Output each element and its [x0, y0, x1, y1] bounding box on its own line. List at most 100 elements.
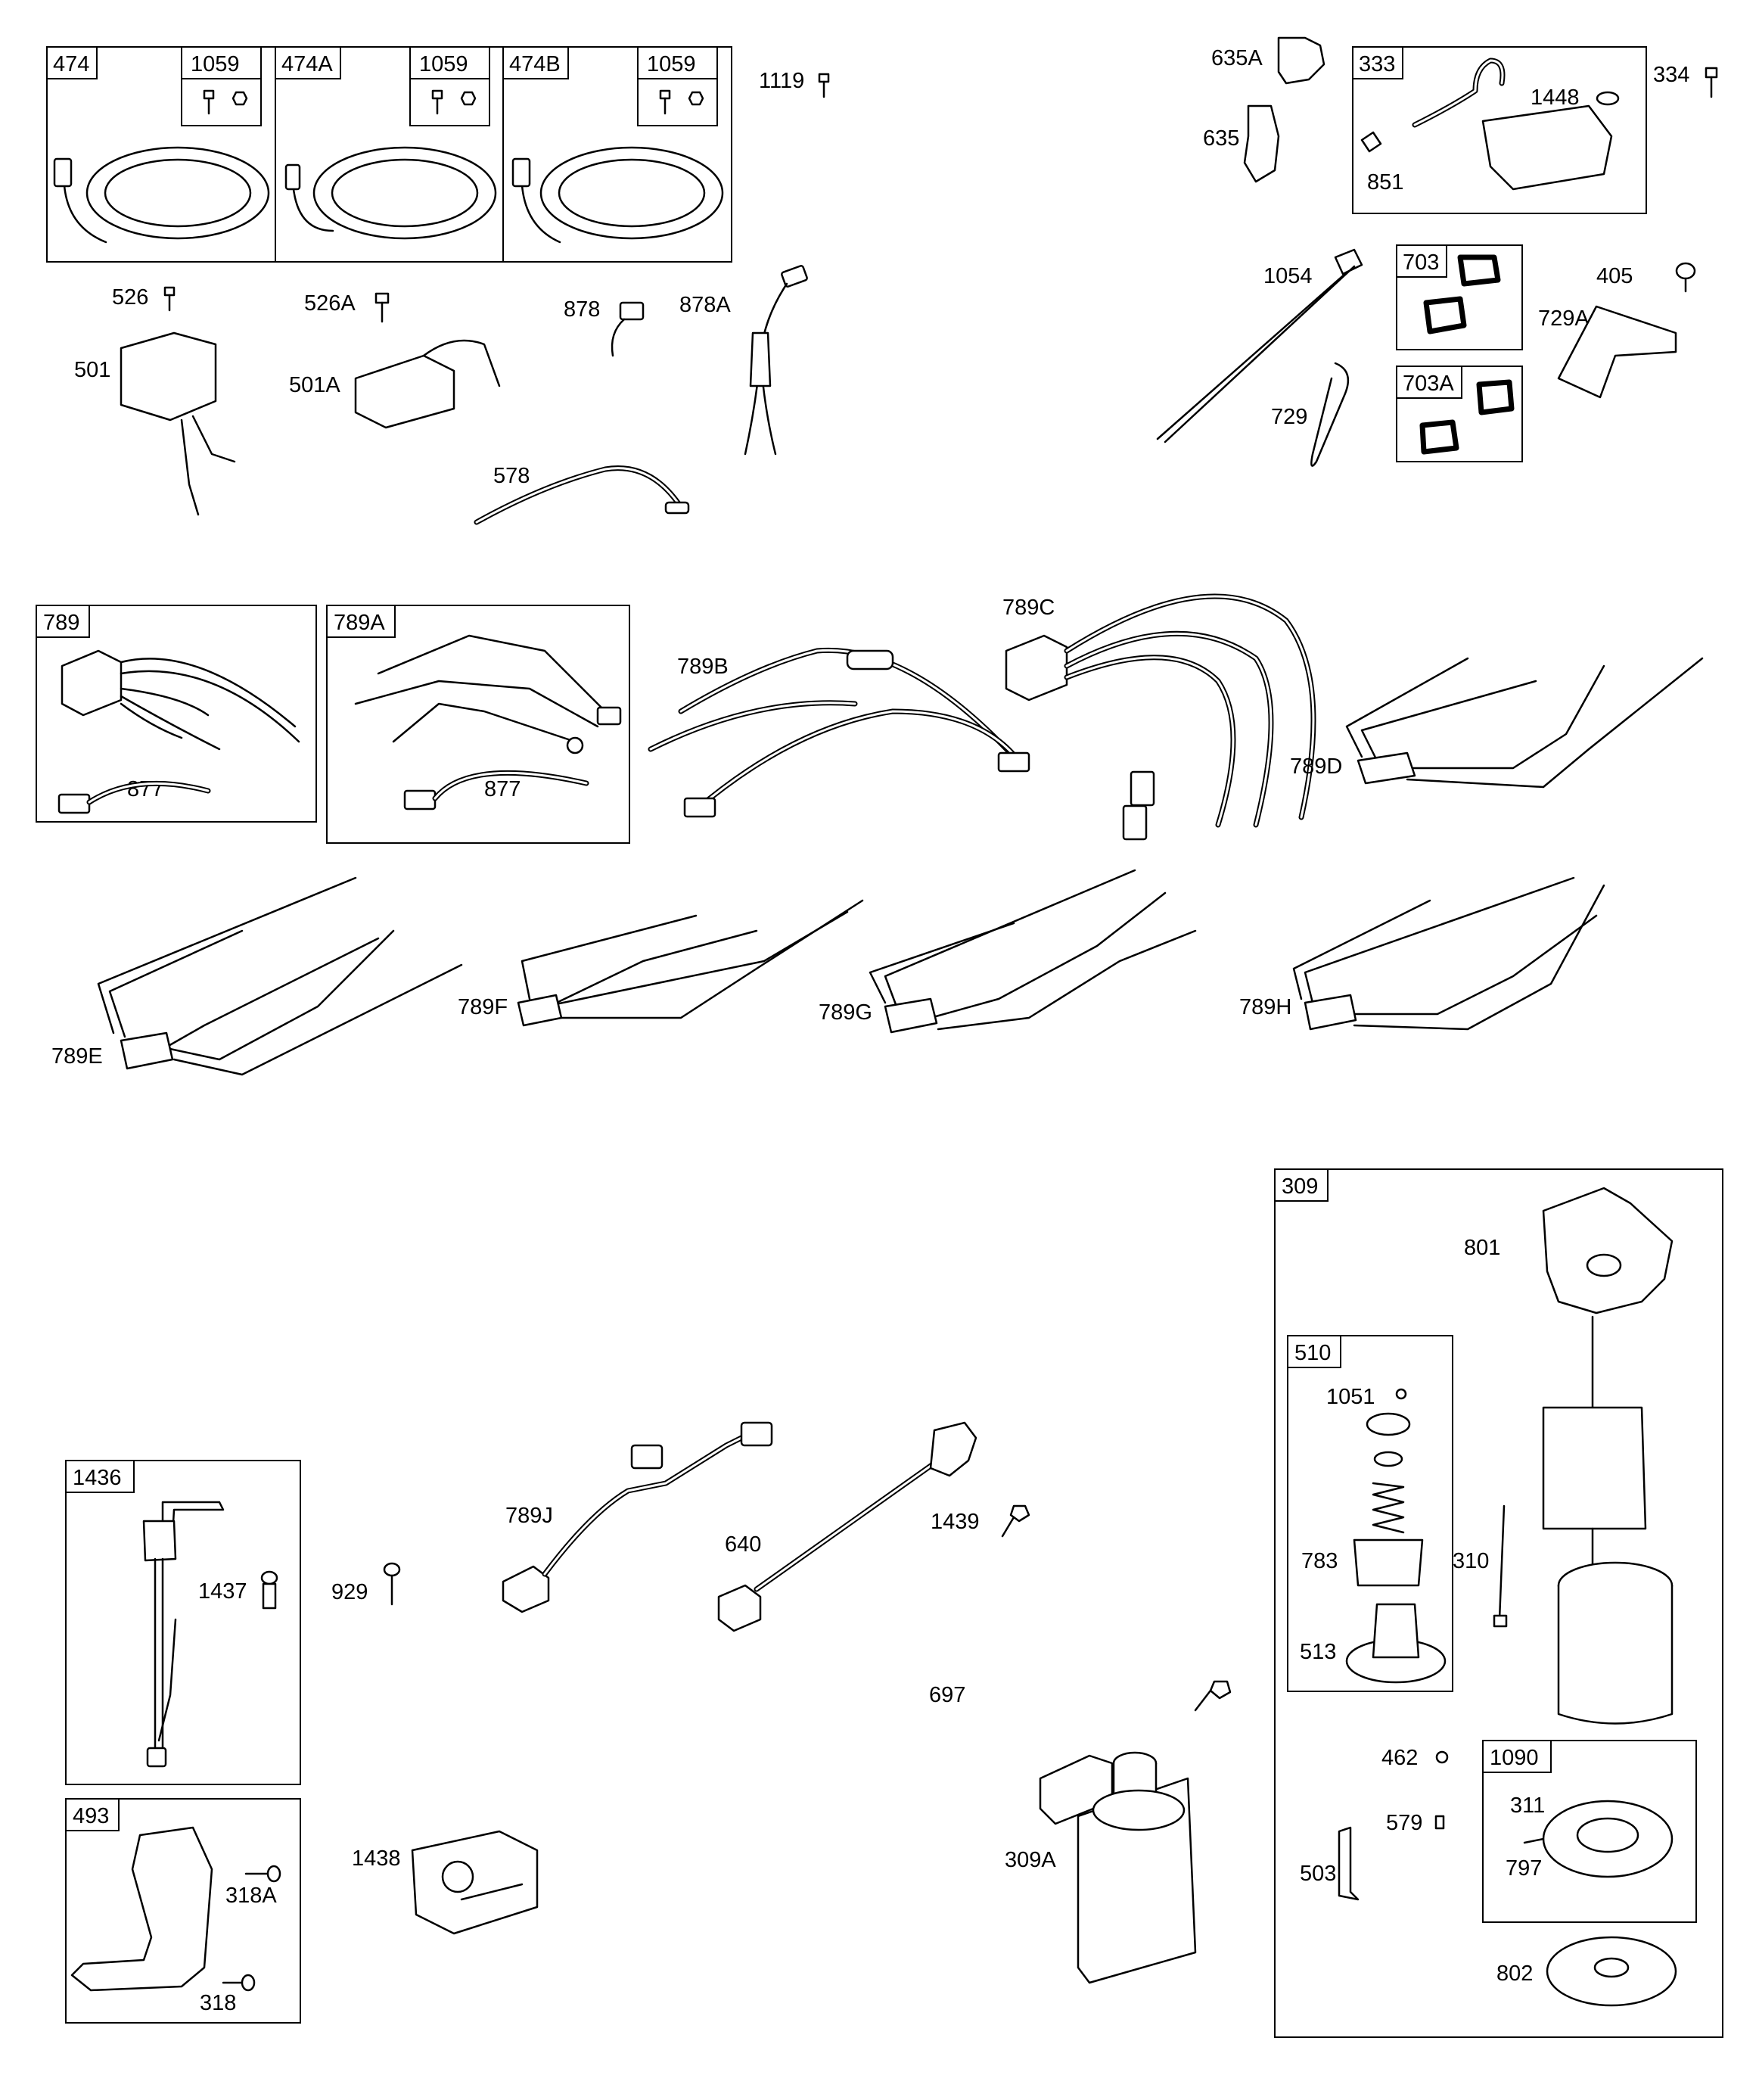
part-label-503: 503	[1300, 1862, 1336, 1886]
drive-510-panel: 510 1051 783 513	[1287, 1335, 1453, 1692]
screw-icon	[1001, 1504, 1030, 1538]
retainer-icon	[1395, 1388, 1407, 1400]
screw-icon	[1194, 1680, 1232, 1712]
part-label-789H: 789H	[1239, 995, 1291, 1019]
bracket-493-panel: 493 318A 318	[65, 1798, 301, 2024]
part-label-789D: 789D	[1290, 754, 1342, 779]
screw-icon	[222, 1974, 256, 1992]
part-label-729A: 729A	[1538, 306, 1590, 331]
clip-729-icon	[1310, 362, 1350, 467]
screw-icon	[818, 73, 830, 98]
ignition-coil-icon	[1360, 58, 1613, 191]
part-label-697: 697	[929, 1683, 965, 1707]
part-label-877: 877	[127, 777, 163, 801]
part-label-1448: 1448	[1531, 86, 1580, 110]
cable-tie-icon	[1156, 248, 1363, 443]
part-label-1439: 1439	[931, 1510, 980, 1534]
spark-plug-boot-icon	[1277, 36, 1325, 85]
box-label-789: 789	[43, 611, 79, 635]
part-label-501A: 501A	[289, 373, 340, 397]
brush-holder-icon	[1523, 1800, 1674, 1878]
part-label-1437: 1437	[198, 1579, 247, 1604]
clip-703A-icon	[1476, 379, 1515, 415]
part-label-310: 310	[1453, 1549, 1489, 1573]
shield-729A-icon	[1557, 305, 1677, 399]
part-label-640: 640	[725, 1532, 761, 1557]
module-1438-icon	[411, 1830, 539, 1935]
box-label-703: 703	[1403, 250, 1439, 275]
ignition-armature-panel: 333 1448 851	[1352, 46, 1647, 214]
part-label-789C: 789C	[1002, 596, 1055, 620]
part-label-334: 334	[1653, 63, 1689, 87]
screw-icon	[1705, 67, 1718, 98]
part-label-579: 579	[1386, 1811, 1422, 1835]
starter-309A-icon	[1039, 1751, 1197, 1984]
clip-703-panel: 703	[1396, 244, 1523, 350]
screw-icon	[383, 1562, 401, 1606]
harness-789F-icon	[517, 899, 864, 1027]
end-cap-801-icon	[1542, 1187, 1674, 1314]
screw-icon	[244, 1865, 281, 1883]
screw-icon	[659, 89, 704, 115]
part-label-405: 405	[1596, 264, 1633, 288]
part-label-311: 311	[1510, 1794, 1545, 1818]
harness-789-panel: 789 877	[36, 605, 317, 823]
wire-harness-878A-icon	[744, 265, 808, 456]
part-label-729: 729	[1271, 405, 1307, 429]
screw-icon	[163, 286, 176, 312]
lead-877-icon	[403, 770, 589, 810]
harness-789-icon	[61, 649, 300, 751]
starter-309-panel: 309 801 310 510 1051 783	[1274, 1168, 1723, 2038]
part-label-526: 526	[112, 285, 148, 310]
harness-789A-panel: 789A 877	[326, 605, 630, 844]
box-label-333: 333	[1359, 52, 1395, 76]
part-label-635A: 635A	[1211, 46, 1263, 70]
harness-789J-icon	[502, 1421, 773, 1613]
part-label-878: 878	[564, 297, 600, 322]
harness-789C-icon	[1005, 593, 1316, 841]
spark-plug-boot-icon	[1243, 104, 1280, 183]
box-label-1436: 1436	[73, 1466, 122, 1490]
box-label-474A: 474A	[281, 52, 333, 76]
box-label-474B-1059: 1059	[647, 52, 696, 76]
pinion-513-icon	[1345, 1603, 1447, 1684]
stator-474A-icon	[284, 146, 497, 240]
part-label-501: 501	[74, 358, 110, 382]
sensor-1436-icon	[142, 1501, 225, 1768]
box-label-493: 493	[73, 1804, 109, 1828]
screw-icon	[374, 292, 390, 323]
part-label-789E: 789E	[51, 1044, 103, 1069]
clip-703A-panel: 703A	[1396, 366, 1523, 462]
box-label-474: 474	[53, 52, 89, 76]
screw-icon	[1675, 262, 1696, 293]
clip-703-icon	[1457, 254, 1501, 287]
regulator-501-icon	[120, 331, 236, 516]
part-label-578: 578	[493, 464, 530, 488]
part-label-1051: 1051	[1326, 1385, 1375, 1409]
screw-icon	[203, 89, 248, 115]
box-label-1090: 1090	[1490, 1746, 1539, 1770]
part-label-929: 929	[331, 1580, 368, 1604]
part-label-789G: 789G	[819, 1000, 872, 1025]
box-label-474A-1059: 1059	[419, 52, 468, 76]
box-label-703A: 703A	[1403, 372, 1454, 396]
sensor-1436-panel: 1436 1437	[65, 1460, 301, 1785]
box-label-474-1059: 1059	[191, 52, 240, 76]
part-label-789B: 789B	[677, 655, 729, 679]
insulator-icon	[1434, 1815, 1445, 1830]
armature-icon	[1542, 1315, 1647, 1576]
harness-789H-icon	[1292, 876, 1605, 1031]
part-label-797: 797	[1506, 1856, 1542, 1881]
plate-802-icon	[1546, 1936, 1677, 2007]
box-label-510: 510	[1294, 1341, 1331, 1365]
washer-icon	[1596, 91, 1620, 106]
nut-icon	[1435, 1750, 1449, 1764]
part-label-802: 802	[1496, 1962, 1533, 1986]
part-label-513: 513	[1300, 1640, 1336, 1664]
screw-icon	[431, 89, 477, 115]
part-label-318: 318	[200, 1991, 236, 2015]
part-label-1054: 1054	[1263, 264, 1313, 288]
part-label-789J: 789J	[505, 1504, 553, 1528]
harness-789A-icon	[354, 634, 622, 754]
